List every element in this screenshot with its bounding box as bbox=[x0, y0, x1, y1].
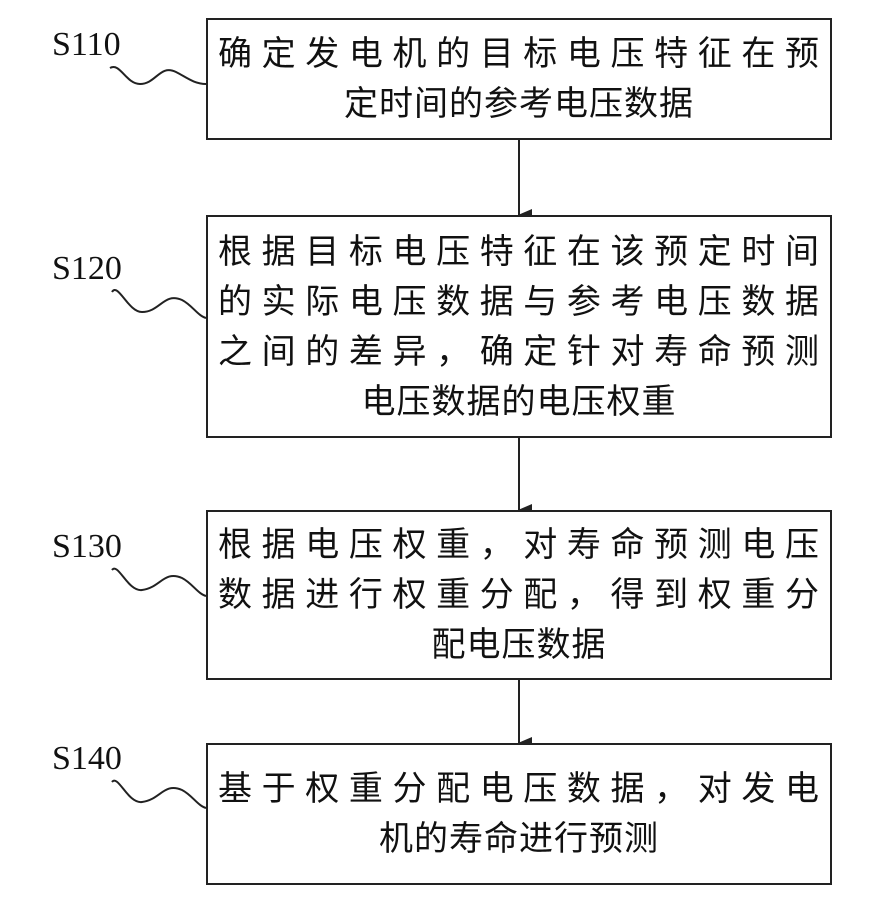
step-text-line: 基于权重分配电压数据，对发电 bbox=[218, 764, 820, 814]
leader-line-s130 bbox=[112, 569, 206, 596]
step-label-s130: S130 bbox=[52, 530, 122, 564]
step-box-s110: 确定发电机的目标电压特征在预 定时间的参考电压数据 bbox=[206, 18, 832, 140]
step-text-line: 根据目标电压特征在该预定时间 bbox=[218, 227, 820, 277]
step-box-s140: 基于权重分配电压数据，对发电 机的寿命进行预测 bbox=[206, 743, 832, 885]
step-text-line: 之间的差异，确定针对寿命预测 bbox=[218, 327, 820, 377]
step-text-line: 根据电压权重，对寿命预测电压 bbox=[218, 520, 820, 570]
leader-line-s140 bbox=[112, 781, 206, 808]
step-box-s120: 根据目标电压特征在该预定时间 的实际电压数据与参考电压数据 之间的差异，确定针对… bbox=[206, 215, 832, 438]
step-text-line: 确定发电机的目标电压特征在预 bbox=[218, 29, 820, 79]
step-box-s130: 根据电压权重，对寿命预测电压 数据进行权重分配，得到权重分 配电压数据 bbox=[206, 510, 832, 680]
step-text-line: 机的寿命进行预测 bbox=[218, 814, 820, 864]
step-text-line: 定时间的参考电压数据 bbox=[218, 79, 820, 129]
step-text-line: 电压数据的电压权重 bbox=[218, 377, 820, 427]
step-label-s110: S110 bbox=[52, 28, 121, 62]
step-text-line: 的实际电压数据与参考电压数据 bbox=[218, 277, 820, 327]
step-text-line: 配电压数据 bbox=[218, 620, 820, 670]
step-label-s140: S140 bbox=[52, 742, 122, 776]
leader-line-s120 bbox=[112, 290, 206, 318]
leader-line-s110 bbox=[110, 67, 206, 84]
step-text-line: 数据进行权重分配，得到权重分 bbox=[218, 570, 820, 620]
step-label-s120: S120 bbox=[52, 252, 122, 286]
